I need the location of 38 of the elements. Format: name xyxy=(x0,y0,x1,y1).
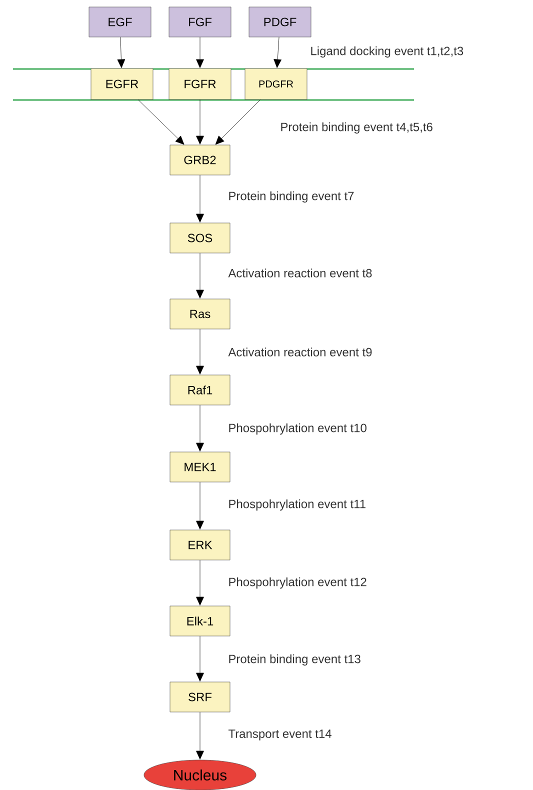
arrow xyxy=(196,329,204,374)
event-label: Protein binding event t4,t5,t6 xyxy=(281,122,432,134)
event-label: Activation reaction event t8 xyxy=(228,268,372,278)
event-label: Transport event t14 xyxy=(228,730,332,740)
arrow xyxy=(196,175,204,222)
arrow xyxy=(274,37,282,68)
arrow xyxy=(196,636,204,682)
protein-box: ERK xyxy=(170,530,230,560)
receptor-box: EGFR xyxy=(90,68,154,100)
arrow xyxy=(215,100,261,145)
event-label: Phospohrylation event t12 xyxy=(229,577,366,589)
arrow xyxy=(138,100,184,145)
event-label: Phospohrylation event t10 xyxy=(229,423,366,435)
protein-box: MEK1 xyxy=(170,452,230,482)
arrow xyxy=(196,37,204,68)
protein-box: Raf1 xyxy=(170,374,230,406)
arrow xyxy=(196,712,204,760)
protein-box: SOS xyxy=(170,222,230,254)
arrow xyxy=(196,482,204,530)
ligand-box: EGF xyxy=(88,6,152,38)
arrow xyxy=(117,37,126,68)
ligand-box: FGF xyxy=(168,6,232,38)
event-label: Protein binding event t7 xyxy=(229,191,354,203)
arrow xyxy=(196,405,204,452)
receptor-box: FGFR xyxy=(168,68,232,100)
event-label: Protein binding event t13 xyxy=(229,654,360,666)
event-label: Activation reaction event t9 xyxy=(228,348,372,356)
receptor-box: PDGFR xyxy=(244,68,308,100)
arrow xyxy=(196,560,204,606)
arrow xyxy=(196,253,204,298)
protein-box: SRF xyxy=(170,682,230,712)
event-label: Phospohrylation event t11 xyxy=(229,499,366,511)
ligand-box: PDGF xyxy=(248,6,312,38)
arrow xyxy=(196,100,204,144)
event-label: Ligand docking event t1,t2,t3 xyxy=(311,46,464,58)
protein-box: GRB2 xyxy=(170,144,230,176)
protein-box: Elk-1 xyxy=(170,606,230,636)
protein-box: Ras xyxy=(170,298,230,330)
